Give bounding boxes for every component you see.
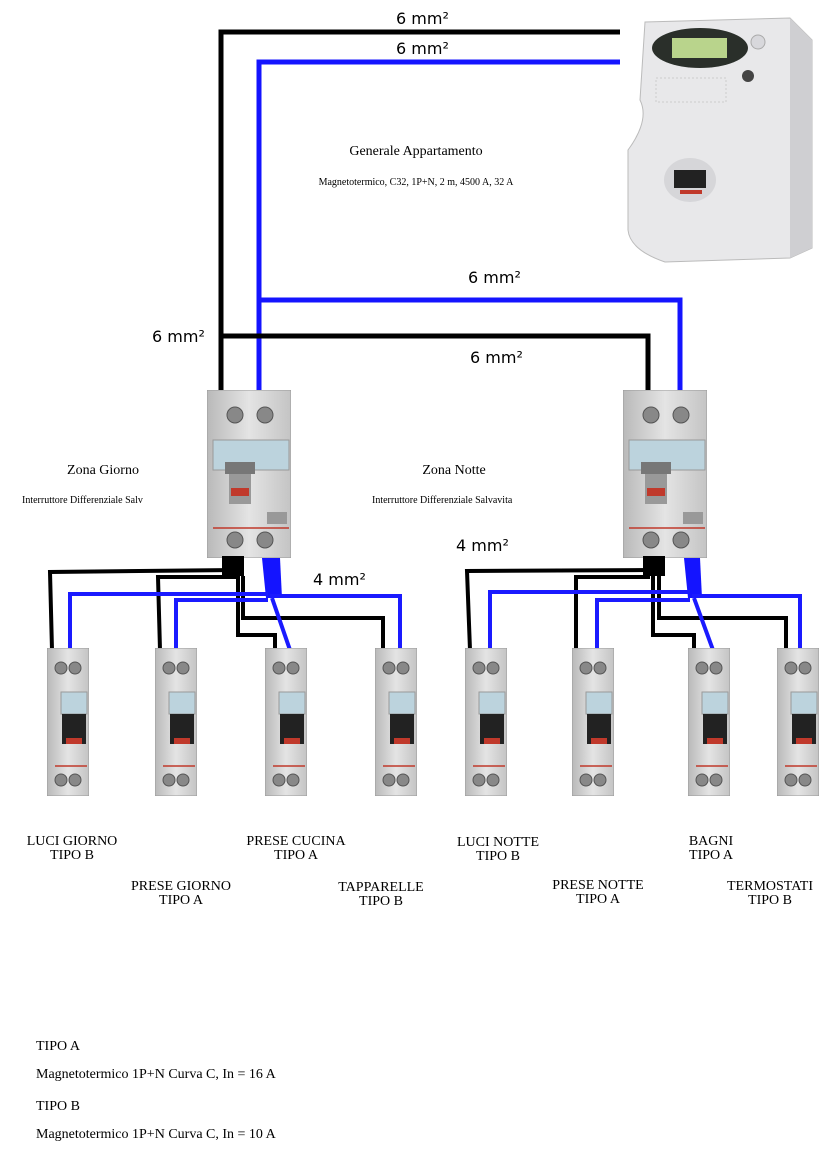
mcb-termostati[interactable] [777, 648, 819, 796]
wire-label-branch-black-left: 6 mm² [152, 327, 205, 346]
mcb-luci-notte[interactable] [465, 648, 507, 796]
circuit-name: BAGNI [689, 834, 734, 849]
branch-phase-wire [221, 333, 651, 392]
circuit-type: TIPO B [359, 894, 403, 909]
zone-title-giorno: Zona Giorno [67, 463, 139, 478]
wire-label-top-black: 6 mm² [396, 9, 449, 28]
wiring-zona-giorno [47, 556, 402, 651]
wire-label-top-blue: 6 mm² [396, 39, 449, 58]
circuit-name: PRESE NOTTE [552, 878, 643, 893]
circuit-type: TIPO A [159, 893, 204, 908]
main-neutral-wire [256, 59, 620, 392]
energy-meter [627, 17, 813, 263]
mcb-bagni[interactable] [688, 648, 730, 796]
legend-type: TIPO B [36, 1099, 80, 1114]
zone-description-notte: Interruttore Differenziale Salvavita [372, 495, 513, 506]
circuit-name: TERMOSTATI [727, 879, 813, 894]
circuit-name: LUCI GIORNO [27, 834, 118, 849]
rcd-zona-giorno[interactable] [207, 390, 291, 558]
wire-label-left-group: 4 mm² [313, 570, 366, 589]
mcb-prese-giorno[interactable] [155, 648, 197, 796]
legend-type: TIPO A [36, 1039, 81, 1054]
legend-description: Magnetotermico 1P+N Curva C, In = 10 A [36, 1127, 277, 1142]
main-breaker-title: Generale Appartamento [349, 144, 482, 159]
circuit-type: TIPO A [576, 892, 621, 907]
wiring-zona-notte [464, 556, 802, 651]
circuit-type: TIPO B [476, 849, 520, 864]
rcd-zona-notte[interactable] [623, 390, 707, 558]
main-breaker-description: Magnetotermico, C32, 1P+N, 2 m, 4500 A, … [319, 177, 515, 188]
wire-label-branch-blue: 6 mm² [468, 268, 521, 287]
circuit-labels: LUCI GIORNO TIPO B PRESE GIORNO TIPO A P… [27, 834, 814, 909]
circuit-type: TIPO A [689, 848, 734, 863]
wire-label-right-group: 4 mm² [456, 536, 509, 555]
wire-label-branch-black-right: 6 mm² [470, 348, 523, 367]
zone-description-giorno: Interruttore Differenziale Salv [22, 495, 143, 506]
mcb-prese-notte[interactable] [572, 648, 614, 796]
main-phase-wire [218, 29, 620, 392]
legend-description: Magnetotermico 1P+N Curva C, In = 16 A [36, 1067, 277, 1082]
circuit-type: TIPO B [748, 893, 792, 908]
circuit-name: PRESE CUCINA [246, 834, 346, 849]
legend: TIPO A Magnetotermico 1P+N Curva C, In =… [36, 1039, 277, 1142]
circuit-type: TIPO A [274, 848, 319, 863]
circuit-name: LUCI NOTTE [457, 835, 539, 850]
mcb-tapparelle[interactable] [375, 648, 417, 796]
mcb-luci-giorno[interactable] [47, 648, 89, 796]
circuit-name: PRESE GIORNO [131, 879, 231, 894]
mcb-prese-cucina[interactable] [265, 648, 307, 796]
zone-title-notte: Zona Notte [422, 463, 485, 478]
circuit-type: TIPO B [50, 848, 94, 863]
circuit-name: TAPPARELLE [338, 880, 423, 895]
branch-neutral-wire [259, 297, 683, 392]
